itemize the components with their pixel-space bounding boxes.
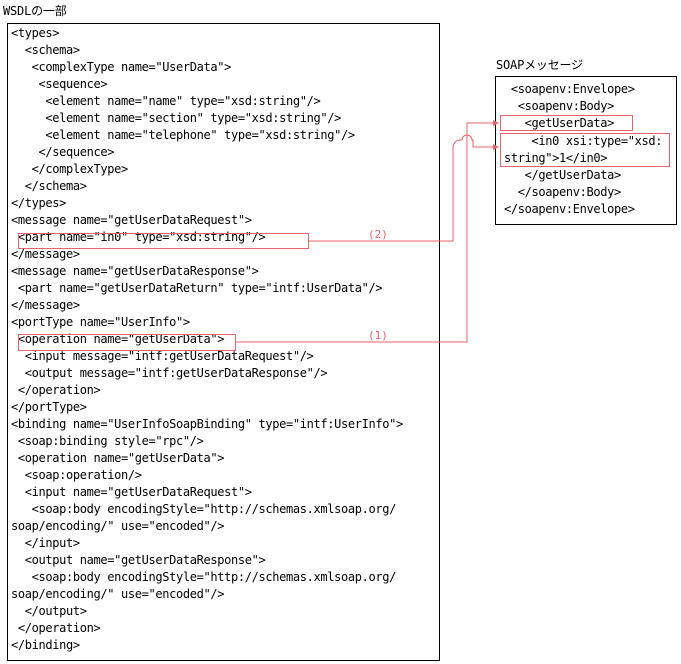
- wsdl-code-line: <operation name="getUserData">: [11, 451, 225, 465]
- soap-title: SOAPメッセージ: [496, 58, 583, 72]
- wsdl-code-line: </portType>: [11, 400, 87, 414]
- wsdl-code-line: </output>: [11, 604, 87, 618]
- soap-code-line: </soapenv:Body>: [504, 185, 621, 200]
- wsdl-code-line: <soap:body encodingStyle="http://schemas…: [11, 570, 397, 584]
- wsdl-code-line: <part name="getUserDataReturn" type="int…: [11, 281, 383, 295]
- connector-1: [236, 120, 499, 343]
- wsdl-code-line: </sequence>: [11, 145, 115, 159]
- soap-code-line: <soapenv:Envelope>: [504, 82, 635, 96]
- soap-code-line: <in0 xsi:type="xsd:: [504, 133, 663, 148]
- highlight-operation-getuserdata: [18, 334, 236, 351]
- wsdl-code-line: <message name="getUserDataRequest">: [11, 213, 252, 227]
- soap-code-line: string">1</in0>: [504, 150, 608, 165]
- wsdl-code-line: <message name="getUserDataResponse">: [11, 264, 259, 278]
- wsdl-code-line: <complexType name="UserData">: [11, 60, 232, 74]
- wsdl-code-line: </types>: [11, 196, 66, 210]
- highlight-soap-getuserdata: [500, 115, 633, 131]
- marker-label-1: (1): [368, 329, 388, 342]
- wsdl-code-line: soap/encoding/" use="encoded"/>: [11, 587, 225, 601]
- highlight-soap-in0: [500, 133, 670, 167]
- wsdl-code-line: </complexType>: [11, 162, 129, 176]
- soap-code-line: </getUserData>: [504, 168, 622, 182]
- wsdl-code-line: </message>: [11, 298, 80, 312]
- wsdl-code-line: </schema>: [11, 179, 87, 193]
- wsdl-code-line: <input name="getUserDataRequest">: [11, 485, 252, 499]
- wsdl-code-line: <binding name="UserInfoSoapBinding" type…: [11, 417, 403, 431]
- wsdl-code-line: </binding>: [11, 638, 80, 652]
- wsdl-code-line: <soap:binding style="rpc"/>: [11, 434, 204, 448]
- wsdl-code-line: <sequence>: [11, 77, 108, 91]
- wsdl-code-line: <soap:body encodingStyle="http://schemas…: [11, 502, 397, 516]
- marker-label-2: (2): [368, 228, 388, 241]
- wsdl-code-line: <operation name="getUserData">: [11, 332, 225, 346]
- wsdl-title: WSDLの一部: [3, 4, 67, 18]
- wsdl-code-line: </operation>: [11, 383, 101, 397]
- soap-code-line: <soapenv:Body>: [504, 99, 615, 114]
- soap-code-line: <getUserData>: [504, 116, 615, 131]
- highlight-part-in0: [18, 233, 309, 249]
- wsdl-code-line: </input>: [11, 536, 80, 550]
- wsdl-code-line: <types>: [11, 26, 60, 40]
- wsdl-code-line: soap/encoding/" use="encoded"/>: [11, 519, 225, 533]
- wsdl-code-line: <schema>: [11, 43, 80, 57]
- soap-message-box: [495, 76, 677, 225]
- wsdl-code-line: </message>: [11, 247, 80, 261]
- wsdl-code-line: </operation>: [11, 621, 101, 635]
- wsdl-code-line: <input message="intf:getUserDataRequest"…: [11, 349, 314, 363]
- soap-code-line: </soapenv:Envelope>: [504, 202, 635, 217]
- wsdl-code-line: <element name="name" type="xsd:string"/>: [11, 94, 321, 108]
- wsdl-code-line: <element name="telephone" type="xsd:stri…: [11, 128, 355, 142]
- connector-2: [309, 134, 499, 242]
- wsdl-code-line: <portType name="UserInfo">: [11, 315, 190, 329]
- wsdl-code-line: <output message="intf:getUserDataRespons…: [11, 366, 328, 380]
- wsdl-code-line: <soap:operation/>: [11, 468, 142, 482]
- wsdl-code-line: <output name="getUserDataResponse">: [11, 553, 266, 567]
- wsdl-code-line: <element name="section" type="xsd:string…: [11, 111, 341, 125]
